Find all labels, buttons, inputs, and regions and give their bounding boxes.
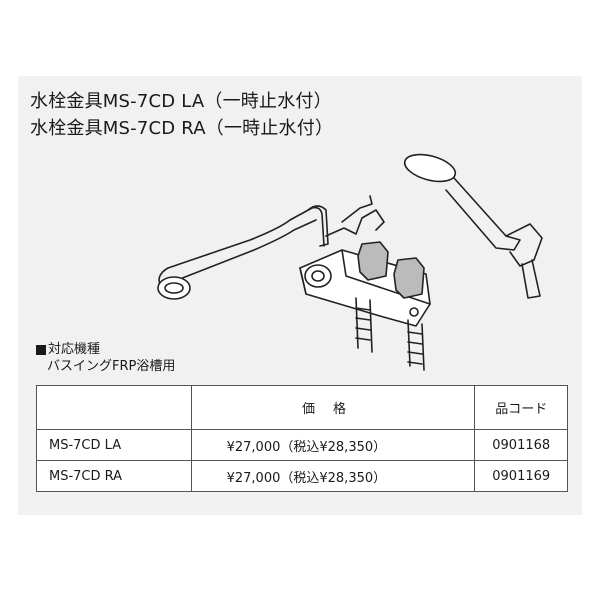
product-titles: 水栓金具MS-7CD LA（一時止水付） 水栓金具MS-7CD RA（一時止水付… [30,88,333,142]
compatibility-heading: 対応機種 [36,341,175,358]
faucet-body-drawing [299,195,431,371]
product-title-ra: 水栓金具MS-7CD RA（一時止水付） [30,118,334,139]
compatibility-note: 対応機種 バスイングFRP浴槽用 [36,341,175,375]
table-header-row: 価格 品コード [36,385,568,430]
row-code: 0901169 [474,460,568,492]
header-model [36,385,192,430]
bullet-square-icon [36,344,46,355]
shower-head-drawing [403,153,543,299]
compatibility-body: バスイングFRP浴槽用 [47,359,176,374]
table-row: MS-7CD RA ¥27,000（税込¥28,350） 0901169 [36,460,568,492]
price-table: 価格 品コード MS-7CD LA ¥27,000（税込¥28,350） 090… [36,385,568,492]
header-code: 品コード [474,385,568,430]
row-price: ¥27,000（税込¥28,350） [190,460,476,492]
product-title-la: 水栓金具MS-7CD LA（一時止水付） [30,91,332,112]
row-model: MS-7CD LA [36,429,192,461]
row-code: 0901168 [474,429,568,461]
header-price: 価格 [190,385,476,430]
row-price: ¥27,000（税込¥28,350） [190,429,476,461]
faucet-illustration [157,153,543,371]
row-model: MS-7CD RA [36,460,192,492]
spout-drawing [157,205,329,300]
compatibility-heading-text: 対応機種 [48,342,101,357]
table-row: MS-7CD LA ¥27,000（税込¥28,350） 0901168 [36,429,568,461]
